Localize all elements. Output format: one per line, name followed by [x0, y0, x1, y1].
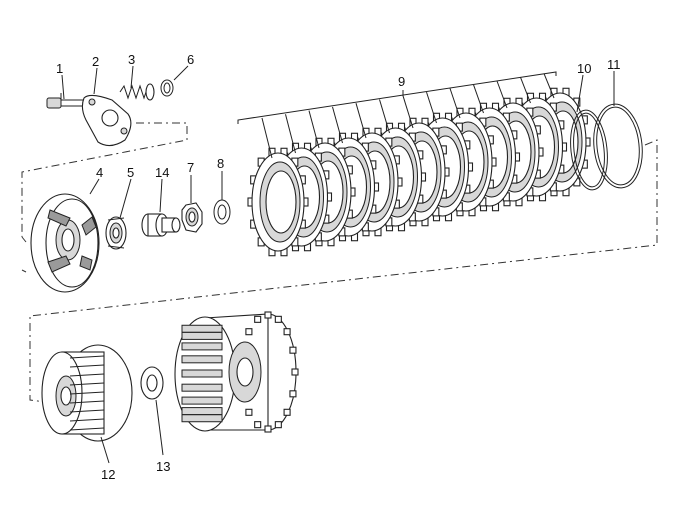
part-11-ring	[593, 103, 643, 189]
plate-leader	[308, 110, 320, 149]
label-3: 3	[128, 52, 135, 67]
label-4: 4	[96, 165, 103, 180]
plate-inner	[265, 170, 297, 234]
basket-tooth	[274, 315, 282, 323]
plate-leader	[355, 103, 367, 139]
basket-slot	[181, 355, 223, 364]
basket-slot	[181, 369, 223, 378]
basket-slot	[181, 414, 223, 423]
hub-spline	[69, 427, 105, 431]
basket-slot	[181, 324, 223, 333]
label-5: 5	[127, 165, 134, 180]
basket-tooth	[289, 346, 297, 354]
plate-leader	[496, 80, 508, 109]
basket-tooth	[254, 315, 262, 323]
hub-spline	[69, 400, 105, 404]
plate-leader	[520, 77, 531, 104]
label-2: 2	[92, 54, 99, 69]
part-7-nut	[181, 202, 203, 233]
plate-leader	[379, 99, 390, 134]
hub-spline	[69, 391, 105, 395]
hub-spline	[69, 364, 105, 368]
plate-leader	[426, 91, 437, 124]
label-14: 14	[155, 165, 169, 180]
hub-spline	[69, 373, 105, 377]
part-9-clutch-plate-stack	[247, 73, 591, 257]
basket-tooth	[291, 368, 299, 376]
label-10: 10	[577, 61, 591, 76]
basket-tooth	[289, 390, 297, 398]
label-8: 8	[217, 156, 224, 171]
part-5-bearing	[105, 216, 127, 250]
basket-slot	[181, 383, 223, 392]
part-8-washer	[213, 199, 231, 225]
hub-spline	[69, 382, 105, 386]
basket-tooth	[245, 328, 253, 336]
label-6: 6	[187, 52, 194, 67]
label-9: 9	[398, 74, 405, 89]
hub-spline	[69, 418, 105, 422]
part-4-pressure-plate	[30, 193, 100, 293]
part-3-spring	[119, 83, 155, 101]
part-1-bolt	[46, 93, 88, 109]
clutch-basket	[174, 311, 299, 433]
part-14-pushrod	[141, 213, 181, 237]
clutch-plate	[247, 117, 309, 257]
basket-slot	[181, 396, 223, 405]
part-12-clutch-hub	[41, 344, 133, 442]
basket-tooth	[245, 408, 253, 416]
label-11: 11	[607, 57, 621, 72]
part-13-thrust-washer	[140, 366, 164, 400]
plate-leader	[449, 88, 461, 119]
assembly-guide-lines	[21, 122, 658, 403]
plate-leader	[332, 106, 343, 144]
basket-tooth	[264, 311, 272, 319]
part-6-ring	[160, 79, 174, 97]
part-10-ring	[570, 109, 608, 191]
part-9-bracket	[237, 71, 557, 124]
callout-labels: 1 2 3 6 4 5 14 7 8 9 10 11 12 13	[56, 52, 621, 482]
plate-leader	[402, 95, 414, 129]
basket-slot	[181, 331, 223, 340]
label-1: 1	[56, 61, 63, 76]
label-13: 13	[156, 459, 170, 474]
hub-spline	[69, 409, 105, 413]
plate-leader	[473, 84, 484, 114]
label-12: 12	[101, 467, 115, 482]
basket-tooth	[274, 421, 282, 429]
basket-slot	[181, 342, 223, 351]
leader-lines	[61, 65, 615, 464]
hub-spline	[69, 355, 105, 359]
plate-leader	[543, 73, 555, 99]
plate-leader	[261, 117, 273, 159]
plate-leader	[285, 114, 296, 154]
label-7: 7	[187, 160, 194, 175]
part-2-plate	[81, 94, 132, 147]
basket-slot	[181, 407, 223, 416]
basket-tooth	[283, 408, 291, 416]
basket-tooth	[254, 421, 262, 429]
basket-tooth	[264, 425, 272, 433]
basket-tooth	[283, 328, 291, 336]
